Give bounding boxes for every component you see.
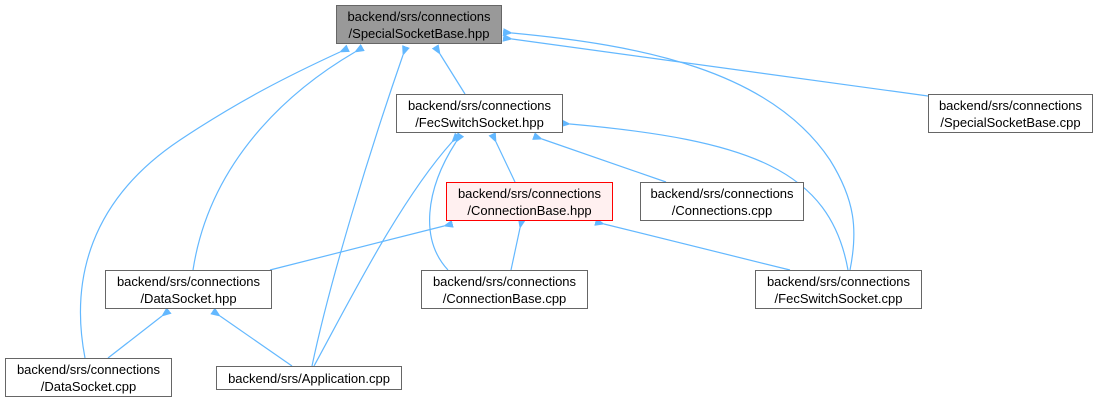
edge-application-to-fec-hpp [313, 132, 461, 367]
node-connection-base-hpp[interactable]: backend/srs/connections /ConnectionBase.… [446, 182, 613, 221]
node-special-socket-base-cpp[interactable]: backend/srs/connections /SpecialSocketBa… [928, 94, 1093, 133]
node-label: /FecSwitchSocket.cpp [774, 291, 903, 306]
node-label: backend/srs/connections [938, 98, 1083, 113]
edge-connbase-cpp-to-connbase-hpp [510, 218, 526, 271]
node-fec-switch-socket-cpp[interactable]: backend/srs/connections /FecSwitchSocket… [755, 270, 922, 309]
node-label: /FecSwitchSocket.hpp [415, 115, 544, 130]
node-label: backend/srs/connections [407, 98, 552, 113]
node-fec-switch-socket-hpp[interactable]: backend/srs/connections /FecSwitchSocket… [396, 94, 563, 133]
node-label: backend/srs/connections [650, 186, 794, 201]
node-label: backend/srs/Application.cpp [228, 371, 390, 386]
node-label: /ConnectionBase.hpp [467, 203, 592, 218]
edge-fec-cpp-to-fec-hpp [560, 119, 849, 271]
node-data-socket-cpp[interactable]: backend/srs/connections /DataSocket.cpp [5, 358, 172, 397]
edge-fec-cpp-to-connbase-hpp [594, 217, 791, 271]
node-label: backend/srs/connections [766, 274, 911, 289]
node-label: backend/srs/connections [16, 362, 161, 377]
node-label: backend/srs/connections [116, 274, 261, 289]
edge-fec-hpp-to-special-hpp [431, 44, 466, 95]
node-data-socket-hpp[interactable]: backend/srs/connections /DataSocket.hpp [105, 270, 272, 309]
edge-connbase-cpp-to-fec-hpp [429, 132, 465, 271]
edge-connections-cpp-to-fec-hpp [532, 132, 667, 183]
node-label: backend/srs/connections [347, 9, 491, 24]
edge-application-to-datasocket-hpp [210, 307, 293, 367]
node-label: backend/srs/connections [432, 274, 577, 289]
node-label: /DataSocket.cpp [40, 379, 137, 394]
node-application-cpp[interactable]: backend/srs/Application.cpp [216, 366, 402, 390]
edge-datasocket-hpp-to-special-hpp [192, 44, 365, 271]
node-connection-base-cpp[interactable]: backend/srs/connections /ConnectionBase.… [421, 270, 588, 309]
node-label: /Connections.cpp [671, 203, 773, 218]
node-special-socket-base-hpp[interactable]: backend/srs/connections /SpecialSocketBa… [336, 5, 502, 44]
edge-datasocket-cpp-to-special-hpp [79, 44, 350, 359]
edge-datasocket-hpp-to-connbase-hpp [269, 219, 454, 271]
node-label: /DataSocket.hpp [140, 291, 237, 306]
node-label: /ConnectionBase.cpp [442, 291, 567, 306]
node-label: /SpecialSocketBase.cpp [940, 115, 1081, 130]
edge-connbase-hpp-to-fec-hpp [488, 132, 516, 183]
node-label: backend/srs/connections [457, 186, 602, 201]
node-connections-cpp[interactable]: backend/srs/connections /Connections.cpp [640, 182, 804, 221]
edge-fec-cpp-to-special-hpp [502, 28, 855, 271]
edge-special-cpp-to-special-hpp [502, 33, 929, 97]
edge-application-to-special-hpp [311, 45, 410, 367]
edge-datasocket-cpp-to-datasocket-hpp [107, 307, 172, 359]
node-label: /SpecialSocketBase.hpp [348, 26, 490, 41]
